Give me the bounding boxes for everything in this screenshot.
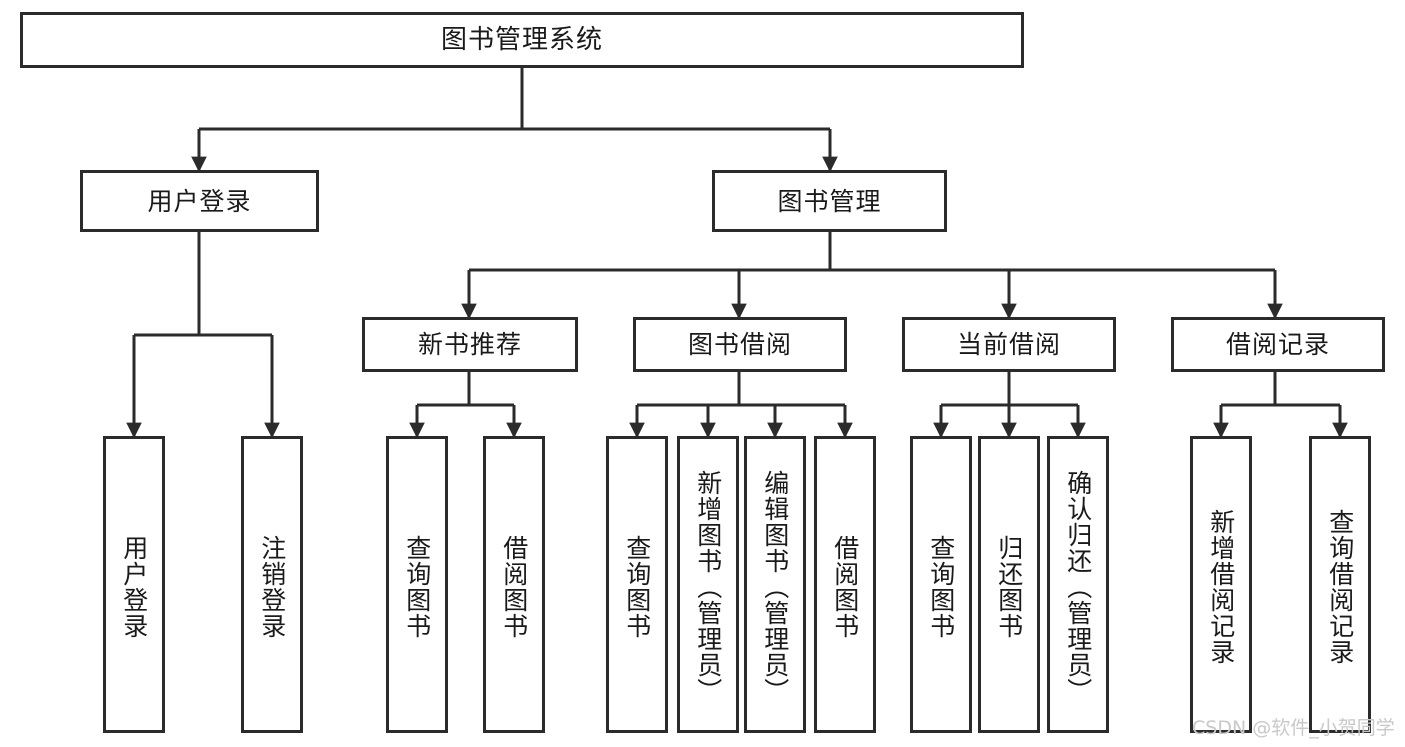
- leaf-query-book-new[interactable]: 查询图书: [386, 436, 448, 733]
- leaf-label: 归还图书: [994, 534, 1024, 639]
- leaf-label: 用户登录: [119, 534, 149, 639]
- node-new-book-recommend[interactable]: 新书推荐: [362, 317, 578, 372]
- leaf-borrow-book-new[interactable]: 借阅图书: [483, 436, 545, 733]
- leaf-borrow-book[interactable]: 借阅图书: [814, 436, 876, 733]
- leaf-query-book-current[interactable]: 查询图书: [910, 436, 972, 733]
- leaf-label: 查询图书: [622, 534, 652, 639]
- leaf-confirm-return-admin[interactable]: 确认归还（管理员）: [1047, 436, 1109, 733]
- leaf-edit-book-admin[interactable]: 编辑图书（管理员）: [744, 436, 806, 733]
- leaf-query-borrow-record[interactable]: 查询借阅记录: [1309, 436, 1371, 733]
- leaf-label: 新增借阅记录: [1206, 508, 1236, 665]
- leaf-label: 查询借阅记录: [1325, 508, 1355, 665]
- leaf-query-book-borrow[interactable]: 查询图书: [606, 436, 668, 733]
- leaf-logout[interactable]: 注销登录: [241, 436, 303, 733]
- node-current-borrow[interactable]: 当前借阅: [902, 317, 1116, 372]
- leaf-label: 查询图书: [402, 534, 432, 639]
- leaf-add-borrow-record[interactable]: 新增借阅记录: [1190, 436, 1252, 733]
- leaf-add-book-admin[interactable]: 新增图书（管理员）: [677, 436, 739, 733]
- node-book-management[interactable]: 图书管理: [712, 170, 947, 232]
- leaf-label: 注销登录: [257, 534, 287, 639]
- leaf-label: 新增图书（管理员）: [693, 469, 723, 704]
- leaf-label: 查询图书: [926, 534, 956, 639]
- node-book-borrow[interactable]: 图书借阅: [633, 317, 847, 372]
- node-user-login[interactable]: 用户登录: [80, 170, 319, 232]
- leaf-label: 编辑图书（管理员）: [760, 469, 790, 704]
- node-root[interactable]: 图书管理系统: [20, 12, 1024, 68]
- leaf-label: 确认归还（管理员）: [1063, 469, 1093, 704]
- leaf-label: 借阅图书: [499, 534, 529, 639]
- node-borrow-records[interactable]: 借阅记录: [1171, 317, 1385, 372]
- leaf-user-login[interactable]: 用户登录: [103, 436, 165, 733]
- leaf-return-book[interactable]: 归还图书: [978, 436, 1040, 733]
- leaf-label: 借阅图书: [830, 534, 860, 639]
